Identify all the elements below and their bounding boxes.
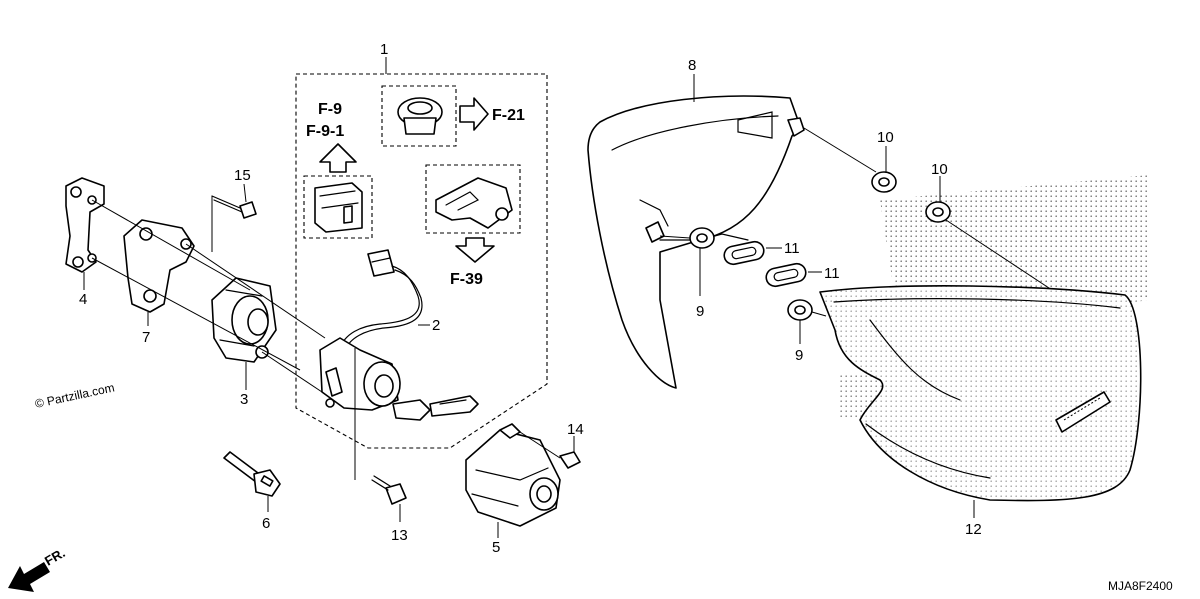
callout-14: 14 — [567, 421, 584, 438]
part-7-bracket — [123, 219, 195, 326]
assembly-box-1 — [295, 57, 548, 449]
diagram-code: MJA8F2400 — [1108, 579, 1173, 593]
part-8-left-side-cover — [587, 74, 877, 389]
callout-labels: 1 2 3 4 5 6 7 8 9 9 10 10 11 11 12 13 14… — [79, 41, 982, 556]
ref-box-switch — [303, 175, 373, 239]
part-12-right-side-cover — [819, 285, 1142, 518]
part-3-cover — [211, 277, 277, 390]
callout-1: 1 — [380, 41, 388, 58]
callout-13: 13 — [391, 527, 408, 544]
callout-3: 3 — [240, 391, 248, 408]
part-9b-grommet — [787, 299, 827, 344]
part-14-screw — [519, 431, 581, 469]
callout-10a: 10 — [877, 129, 894, 146]
arrow-up-icon — [319, 143, 357, 173]
part-10b-grommet — [925, 176, 1053, 291]
ref-f9: F-9 — [318, 101, 342, 118]
watermark: © Partzilla.com — [34, 380, 116, 411]
arrow-right-icon — [459, 97, 489, 131]
ref-f21: F-21 — [492, 107, 525, 124]
part-1-lock-cylinder — [319, 337, 479, 421]
callout-15: 15 — [234, 167, 251, 184]
ref-box-grommet — [381, 85, 457, 147]
ref-box-bracket — [425, 164, 521, 234]
callout-11a: 11 — [784, 240, 800, 257]
part-5-cap — [465, 423, 561, 538]
ref-f39: F-39 — [450, 271, 483, 288]
part-11a-grommet — [723, 240, 782, 266]
front-arrow-icon — [8, 562, 50, 592]
part-9a-grommet — [659, 227, 715, 296]
assembly-axis-lines — [91, 196, 326, 393]
callout-4: 4 — [79, 291, 87, 308]
callout-12: 12 — [965, 521, 982, 538]
part-2-harness — [339, 249, 430, 351]
reference-labels: F-9 F-9-1 F-21 F-39 — [306, 101, 525, 288]
front-label: FR. — [42, 545, 68, 568]
callout-9b: 9 — [795, 347, 803, 364]
callout-11b: 11 — [824, 265, 840, 282]
callout-2: 2 — [432, 317, 440, 334]
part-6-key — [223, 451, 281, 512]
arrow-down-icon — [455, 237, 495, 263]
callout-7: 7 — [142, 329, 150, 346]
callout-5: 5 — [492, 539, 500, 556]
ref-f9-1: F-9-1 — [306, 123, 344, 140]
part-13-bolt — [354, 348, 407, 522]
part-15-bolt — [211, 183, 257, 219]
part-10a-grommet — [871, 146, 897, 193]
callout-8: 8 — [688, 57, 696, 74]
callout-10b: 10 — [931, 161, 948, 178]
part-4-plate — [65, 177, 105, 290]
part-11b-grommet — [765, 262, 822, 288]
callout-6: 6 — [262, 515, 270, 532]
callout-9a: 9 — [696, 303, 704, 320]
